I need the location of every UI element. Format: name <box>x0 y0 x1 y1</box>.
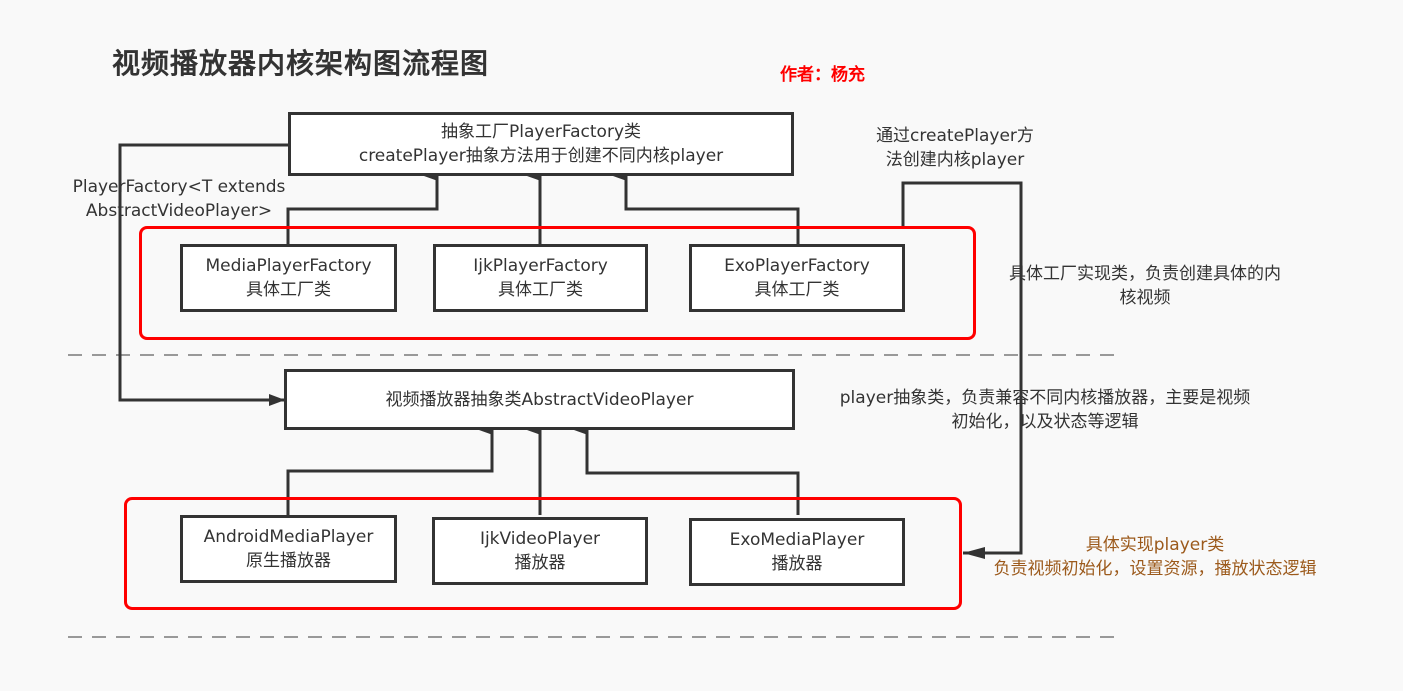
page-title: 视频播放器内核架构图流程图 <box>112 47 490 80</box>
player-desc: 播放器 <box>514 553 566 573</box>
abstract-video-player-box[interactable]: 视频播放器抽象类AbstractVideoPlayer <box>284 369 795 430</box>
author-label: 作者：杨充 <box>780 65 865 85</box>
android-media-player-box[interactable]: AndroidMediaPlayer 原生播放器 <box>180 515 397 583</box>
factory-name: ExoPlayerFactory <box>724 256 870 276</box>
factory-desc: 具体工厂类 <box>498 280 583 300</box>
connector-android-player <box>286 425 494 515</box>
concrete-factory-note: 具体工厂实现类，负责创建具体的内 核视频 <box>1009 264 1281 308</box>
player-name: IjkVideoPlayer <box>479 529 601 549</box>
factory-name: IjkPlayerFactory <box>473 256 608 276</box>
factory-desc: 具体工厂类 <box>246 280 331 300</box>
factory-desc: 具体工厂类 <box>754 280 840 300</box>
generic-type-label: PlayerFactory<T extends AbstractVideoPla… <box>72 177 286 221</box>
connector-generic <box>118 143 289 406</box>
abstract-player-note: player抽象类，负责兼容不同内核播放器，主要是视频 初始化，以及状态等逻辑 <box>839 388 1251 432</box>
abstract-factory-title: 抽象工厂PlayerFactory类 <box>441 122 641 142</box>
impl-player-note: 具体实现player类 负责视频初始化，设置资源，播放状态逻辑 <box>993 535 1317 579</box>
media-player-factory-box[interactable]: MediaPlayerFactory 具体工厂类 <box>180 244 397 312</box>
concrete-factory-group <box>139 226 976 340</box>
ijk-player-factory-box[interactable]: IjkPlayerFactory 具体工厂类 <box>433 244 648 312</box>
create-player-note: 通过createPlayer方 法创建内核player <box>876 126 1034 170</box>
exo-media-player-box[interactable]: ExoMediaPlayer 播放器 <box>689 518 905 586</box>
abstract-player-label: 视频播放器抽象类AbstractVideoPlayer <box>385 389 694 410</box>
abstract-factory-box[interactable]: 抽象工厂PlayerFactory类 createPlayer抽象方法用于创建不… <box>288 112 794 176</box>
exo-player-factory-box[interactable]: ExoPlayerFactory 具体工厂类 <box>689 244 905 312</box>
connector-create-player <box>901 181 1023 559</box>
player-desc: 播放器 <box>771 554 823 574</box>
player-name: ExoMediaPlayer <box>729 530 865 550</box>
ijk-video-player-box[interactable]: IjkVideoPlayer 播放器 <box>432 517 648 585</box>
factory-name: MediaPlayerFactory <box>205 256 372 276</box>
player-name: AndroidMediaPlayer <box>203 527 374 547</box>
connector-exo-player <box>574 425 800 515</box>
player-desc: 原生播放器 <box>246 551 331 571</box>
concrete-player-group <box>124 497 962 610</box>
abstract-factory-desc: createPlayer抽象方法用于创建不同内核player <box>358 146 724 166</box>
